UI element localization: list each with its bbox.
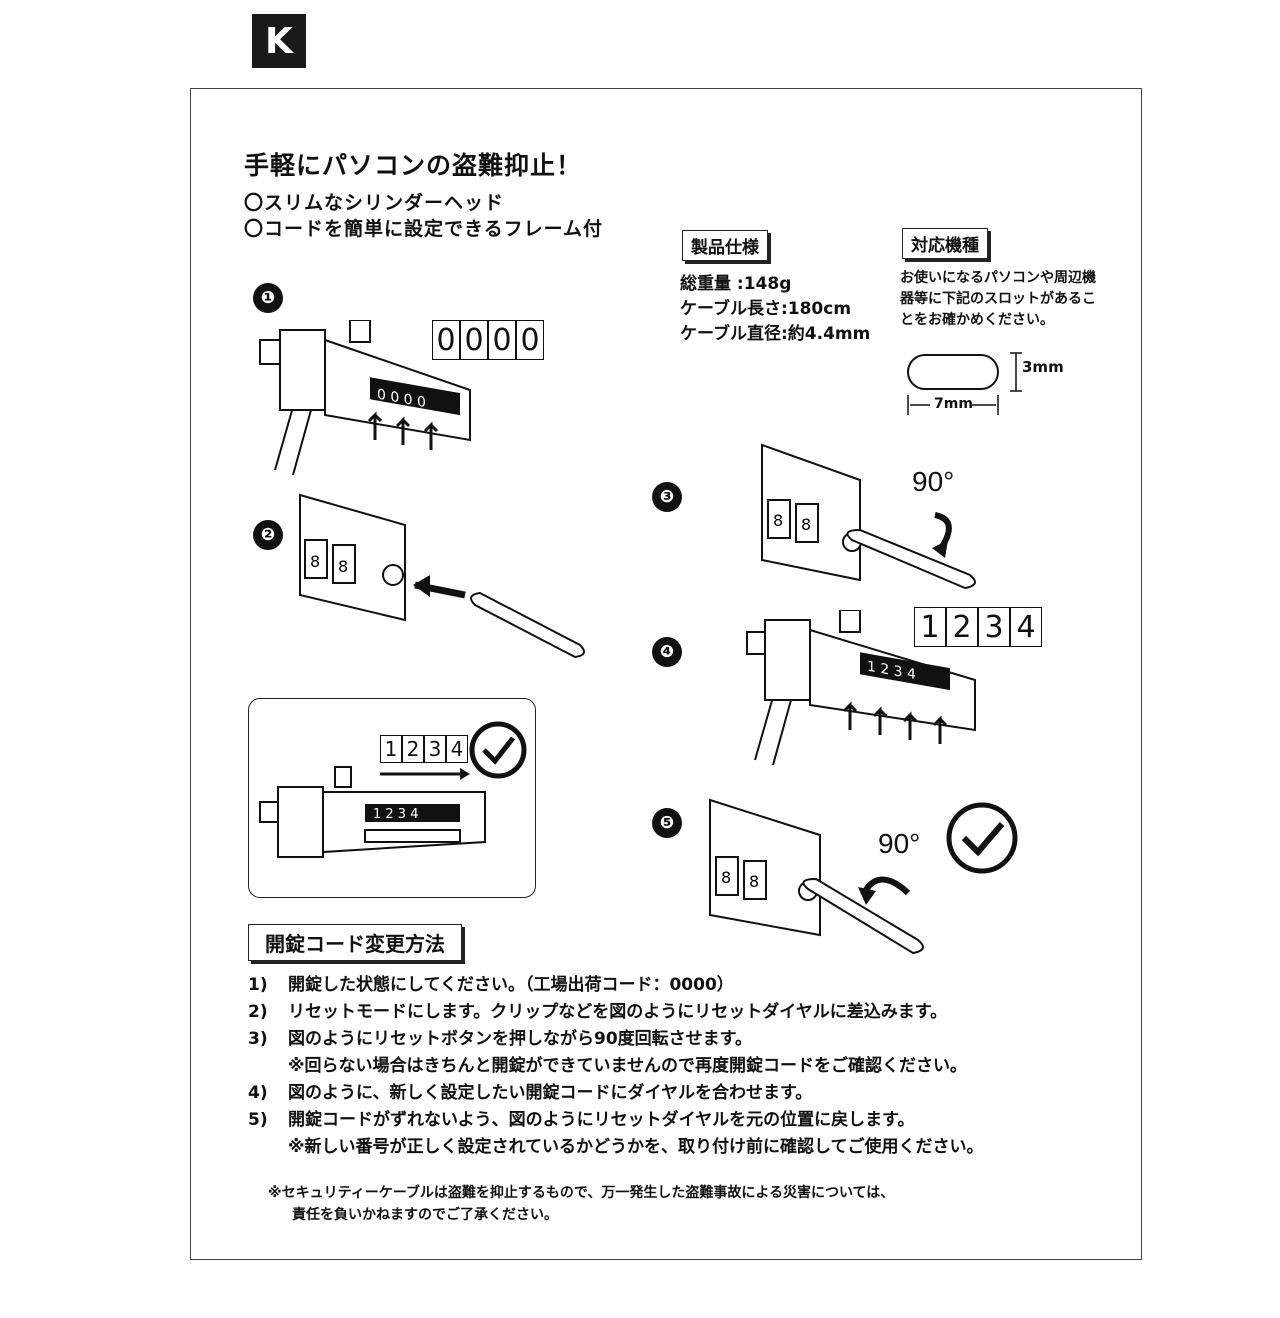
disclaimer-line-2: 責任を負いかねますのでご了承ください。 bbox=[292, 1207, 558, 1223]
feature-2: 〇コードを簡単に設定できるフレーム付 bbox=[244, 218, 604, 240]
howto-num: 4) bbox=[248, 1083, 268, 1103]
code-digit: 1 bbox=[914, 607, 946, 647]
lock-illustration-4: 1 2 3 4 bbox=[746, 610, 976, 766]
code-digit: 0 bbox=[460, 320, 488, 360]
check-circle-icon bbox=[469, 721, 527, 779]
compat-text: お使いになるパソコンや周辺機器等に下記のスロットがあることをお確かめください。 bbox=[900, 270, 1096, 328]
howto-text: 図のように、新しく設定したい開錠コードにダイヤルを合わせます。 bbox=[288, 1083, 813, 1103]
code-digit: 0 bbox=[516, 320, 544, 360]
lock-illustration-2: 8 8 bbox=[299, 493, 585, 659]
howto-text: 図のようにリセットボタンを押しながら90度回転させます。 bbox=[288, 1029, 752, 1049]
step-1-number: ❶ bbox=[253, 283, 283, 313]
howto-note-5: ※新しい番号が正しく設定されているかどうかを、取り付け前に確認してご使用ください… bbox=[248, 1134, 984, 1160]
step-5-number: ❺ bbox=[652, 808, 682, 838]
howto-num: 3) bbox=[248, 1029, 268, 1049]
spec-weight: 総重量 :148g bbox=[680, 274, 792, 294]
howto-text: 開錠コードがずれないよう、図のようにリセットダイヤルを元の位置に戻します。 bbox=[288, 1110, 915, 1130]
disclaimer-line-1: ※セキュリティーケーブルは盗難を抑止するもので、万一発生した盗難事故による災害に… bbox=[268, 1185, 895, 1201]
howto-text: ※新しい番号が正しく設定されているかどうかを、取り付け前に確認してご使用ください… bbox=[288, 1137, 984, 1157]
code-digit: 4 bbox=[1010, 607, 1042, 647]
howto-step-2: 2) リセットモードにします。クリップなどを図のようにリセットダイヤルに差込みます… bbox=[248, 999, 947, 1025]
howto-step-5: 5) 開錠コードがずれないよう、図のようにリセットダイヤルを元の位置に戻します。 bbox=[248, 1107, 914, 1133]
step-4-number: ❹ bbox=[652, 637, 682, 667]
code-digit: 0 bbox=[432, 320, 460, 360]
code-digit: 1 bbox=[380, 735, 402, 763]
svg-text:8: 8 bbox=[310, 552, 320, 571]
svg-text:8: 8 bbox=[749, 872, 759, 891]
feature-1: 〇スリムなシリンダーヘッド bbox=[244, 192, 505, 214]
howto-step-3: 3) 図のようにリセットボタンを押しながら90度回転させます。 bbox=[248, 1026, 752, 1052]
page-title: 手軽にパソコンの盗難抑止！ bbox=[244, 151, 583, 180]
step-3-number: ❸ bbox=[652, 482, 682, 512]
howto-num: 2) bbox=[248, 1002, 268, 1022]
howto-text: ※回らない場合はきちんと開錠ができていませんので再度開錠コードをご確認ください。 bbox=[288, 1056, 968, 1076]
result-box bbox=[248, 698, 536, 898]
spec-cable-length: ケーブル長さ:180cm bbox=[680, 299, 852, 319]
howto-text: 開錠した状態にしてください。（工場出荷コード：0000） bbox=[288, 975, 734, 995]
rotation-angle-3: 90° bbox=[912, 466, 955, 497]
step-2-number: ❷ bbox=[253, 520, 283, 550]
howto-note-3: ※回らない場合はきちんと開錠ができていませんので再度開錠コードをご確認ください。 bbox=[248, 1053, 967, 1079]
code-digit: 0 bbox=[488, 320, 516, 360]
code-new: 1 2 3 4 bbox=[914, 607, 1042, 647]
svg-text:8: 8 bbox=[801, 515, 811, 534]
svg-text:8: 8 bbox=[338, 557, 348, 576]
lock-illustration-1: 0 0 0 0 bbox=[259, 320, 471, 476]
code-digit: 3 bbox=[424, 735, 446, 763]
howto-num: 1) bbox=[248, 975, 268, 995]
howto-step-1: 1) 開錠した状態にしてください。（工場出荷コード：0000） bbox=[248, 972, 734, 998]
svg-text:8: 8 bbox=[773, 511, 783, 530]
howto-num: 5) bbox=[248, 1110, 268, 1130]
check-circle-icon bbox=[946, 802, 1018, 874]
lock-illustration-5: 8 8 bbox=[709, 798, 924, 955]
code-digit: 2 bbox=[946, 607, 978, 647]
svg-text:8: 8 bbox=[721, 868, 731, 887]
svg-text:1 2 3 4: 1 2 3 4 bbox=[373, 807, 418, 822]
content-frame bbox=[190, 88, 1142, 1260]
howto-step-4: 4) 図のように、新しく設定したい開錠コードにダイヤルを合わせます。 bbox=[248, 1080, 812, 1106]
code-digit: 2 bbox=[402, 735, 424, 763]
compat-label: 対応機種 bbox=[902, 228, 988, 259]
code-digit: 4 bbox=[446, 735, 468, 763]
lock-illustration-3: 8 8 bbox=[761, 443, 976, 590]
code-new-small: 1 2 3 4 bbox=[380, 735, 468, 763]
rotation-angle-5: 90° bbox=[878, 828, 921, 859]
spec-label: 製品仕様 bbox=[682, 230, 768, 261]
howto-text: リセットモードにします。クリップなどを図のようにリセットダイヤルに差込みます。 bbox=[288, 1002, 948, 1022]
slot-width: 7mm bbox=[934, 396, 973, 412]
slot-diagram bbox=[907, 352, 1022, 415]
brand-logo: K bbox=[252, 14, 306, 68]
lock-illustration-inset: 1 2 3 4 bbox=[259, 766, 486, 858]
spec-cable-diameter: ケーブル直径:約4.4mm bbox=[680, 324, 871, 344]
code-digit: 3 bbox=[978, 607, 1010, 647]
code-initial: 0 0 0 0 bbox=[432, 320, 544, 360]
slot-height: 3mm bbox=[1022, 358, 1064, 376]
howto-label: 開錠コード変更方法 bbox=[248, 924, 462, 961]
